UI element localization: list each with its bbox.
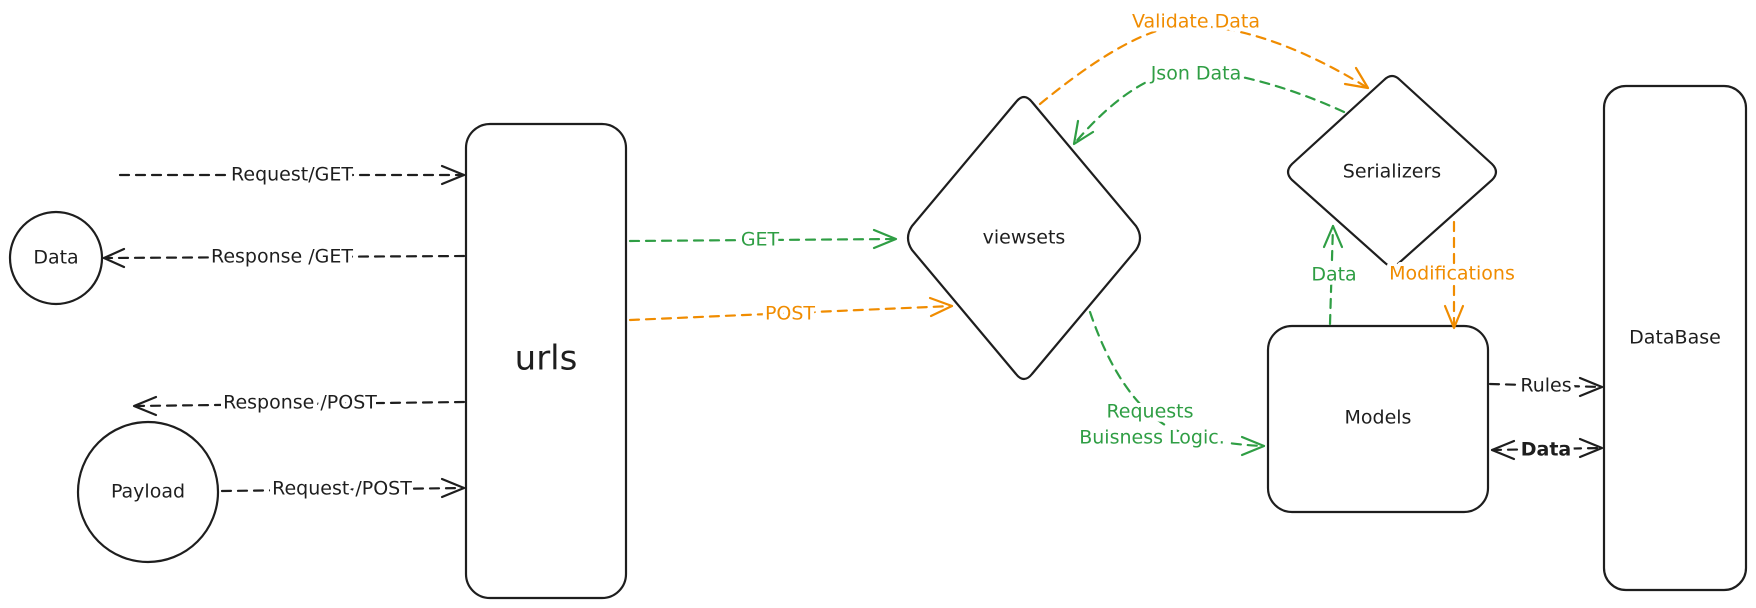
get-label: GET (741, 229, 780, 251)
payload-node (76, 420, 220, 564)
modifications-arrow (1443, 220, 1465, 330)
database-node-label: DataBase (1629, 327, 1721, 349)
requests-label-line1: Requests (1106, 401, 1193, 423)
request-post-label: Request /POST (272, 478, 412, 500)
viewsets-node (906, 95, 1142, 381)
validate-data-label: Validate Data (1132, 11, 1260, 33)
request-get-arrow (118, 164, 466, 186)
data-db-label: Data (1521, 439, 1572, 461)
database-node (1602, 84, 1748, 592)
data-up-arrow (1322, 224, 1344, 326)
serializers-node (1286, 74, 1498, 268)
rules-label: Rules (1520, 375, 1571, 397)
validate-data-arrow (1038, 24, 1370, 106)
json-data-label: Json Data (1150, 63, 1242, 85)
requests-label-line2: Buisness Logic. (1079, 427, 1225, 449)
post-label: POST (765, 303, 815, 325)
response-post-arrow (132, 395, 466, 417)
data-up-label: Data (1311, 264, 1356, 286)
data-node-label: Data (33, 247, 78, 269)
viewsets-node-label: viewsets (983, 227, 1066, 249)
request-post-arrow (220, 477, 466, 499)
serializers-node-label: Serializers (1343, 161, 1441, 183)
payload-node-label: Payload (111, 481, 185, 503)
get-arrow (628, 228, 898, 250)
rules-arrow (1488, 376, 1604, 398)
data-db-arrow (1490, 437, 1604, 461)
data-node (8, 210, 104, 306)
models-node-label: Models (1345, 407, 1412, 429)
post-arrow (628, 296, 954, 322)
urls-node-label: urls (515, 339, 578, 379)
response-post-label: Response /POST (223, 392, 377, 414)
response-get-label: Response /GET (211, 246, 353, 268)
urls-node (464, 122, 628, 600)
response-get-arrow (102, 247, 466, 269)
request-get-label: Request/GET (231, 164, 353, 186)
requests-business-logic-arrow (1088, 310, 1266, 457)
json-data-arrow (1072, 68, 1346, 146)
models-node (1266, 324, 1490, 514)
modifications-label: Modifications (1389, 263, 1515, 285)
